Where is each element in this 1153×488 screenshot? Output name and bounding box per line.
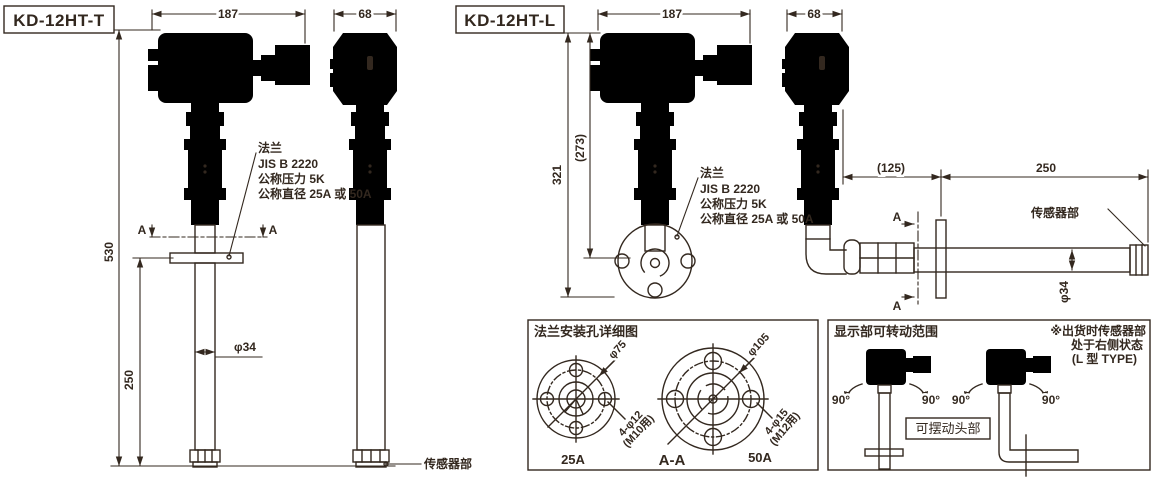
flange-note-t-1: 法兰 <box>258 140 282 155</box>
dim-t-side-width: 68 <box>358 7 372 21</box>
kd12ht-l-front-view <box>455 5 752 299</box>
kd12ht-l-side-view <box>782 33 1149 307</box>
mini-t-sketch <box>844 349 931 470</box>
flange-50a-bolt-circle: φ105 <box>745 331 772 358</box>
flange-note-t-4: 公称直径 25A 或 50A <box>258 186 372 201</box>
dim-t-insert-depth: 250 <box>122 370 136 390</box>
shipping-note-1: ※出货时传感器部 <box>1050 323 1146 338</box>
flange-note-l-2: JIS B 2220 <box>700 182 760 196</box>
swing-head-highlight <box>905 417 991 440</box>
mini-l-sketch <box>964 349 1079 477</box>
labels: KD-12HT-T KD-12HT-L 187 68 530 250 φ34 A… <box>13 5 1146 472</box>
flange-25a-size: 25A <box>561 452 585 467</box>
flange-detail-panel <box>527 319 819 471</box>
flange-25a-bolt-circle: φ75 <box>607 339 629 362</box>
model-label-t: KD-12HT-T <box>13 11 105 30</box>
angle-l-right: 90° <box>1042 393 1060 407</box>
dim-t-width: 187 <box>218 7 238 21</box>
flange-panel-title: 法兰安装孔详细图 <box>534 324 638 339</box>
dim-l-side-width: 68 <box>807 7 821 21</box>
dim-l-arm-length: 250 <box>1036 161 1056 175</box>
flange-25a-diagram <box>532 355 626 443</box>
dim-t-probe-dia: φ34 <box>234 340 256 354</box>
shipping-note-2: 处于右侧状态 <box>1070 337 1143 352</box>
kd12ht-l-side-dimensions <box>786 9 1149 271</box>
section-mark-l-top: A <box>893 210 902 224</box>
section-mark-l-bottom: A <box>893 299 902 313</box>
sensor-label-l: 传感器部 <box>1030 205 1079 220</box>
dim-l-height-to-flange: (273) <box>573 134 587 162</box>
kd12ht-t-front-view <box>3 5 422 468</box>
section-aa-label: A-A <box>659 452 686 469</box>
kd12ht-t-dimensions <box>110 9 397 467</box>
angle-l-left: 90° <box>952 393 970 407</box>
shipping-note-3: (L 型 TYPE) <box>1072 351 1137 366</box>
flange-note-l-4: 公称直径 25A 或 50A <box>700 211 814 226</box>
dim-l-total-height: 321 <box>550 165 564 185</box>
kd12ht-l-front-dimensions <box>559 9 751 298</box>
sensor-label-t: 传感器部 <box>423 456 472 471</box>
flange-50a-diagram <box>657 343 773 455</box>
flange-50a-size: 50A <box>748 450 772 465</box>
section-mark-t-left: A <box>138 223 147 237</box>
model-label-l: KD-12HT-L <box>464 11 555 30</box>
display-rotation-panel <box>827 319 1151 477</box>
rotation-panel-title: 显示部可转动范围 <box>834 324 938 339</box>
flange-note-t-3: 公称压力 5K <box>258 171 325 186</box>
angle-t-left: 90° <box>832 393 850 407</box>
flange-note-t-2: JIS B 2220 <box>258 157 318 171</box>
dim-l-width: 187 <box>662 7 682 21</box>
dim-t-total-height: 530 <box>102 242 116 262</box>
section-mark-t-right: A <box>269 223 278 237</box>
dim-l-probe-dia: φ34 <box>1057 281 1071 303</box>
kd12ht-t-side-view <box>330 33 397 468</box>
flange-note-l-3: 公称压力 5K <box>700 196 767 211</box>
dim-l-arm-offset: (125) <box>877 161 905 175</box>
angle-t-right: 90° <box>922 393 940 407</box>
flange-note-l-1: 法兰 <box>700 165 724 180</box>
swing-head-label: 可摆动头部 <box>915 421 980 436</box>
